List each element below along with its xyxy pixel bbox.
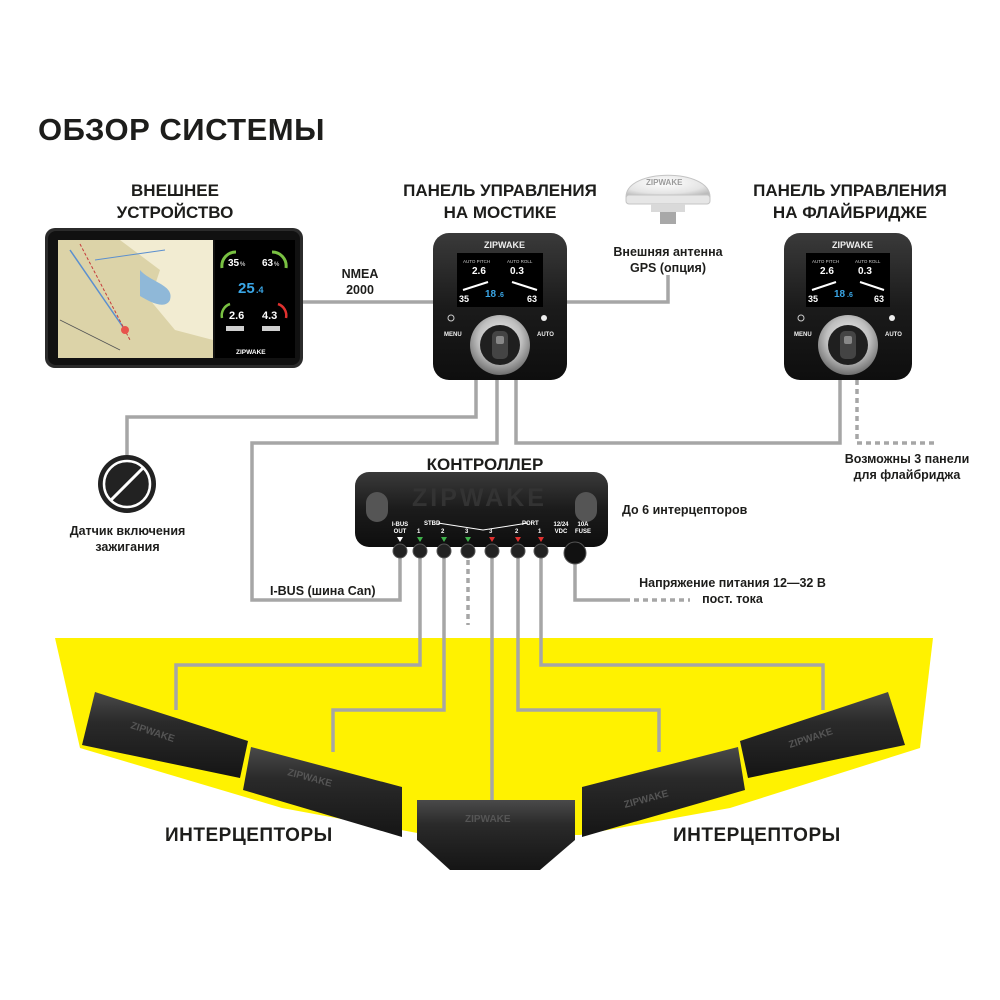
interceptor-right-outer: ZIPWAKE xyxy=(740,692,905,778)
controller-label: КОНТРОЛЛЕР xyxy=(426,455,544,474)
dashed-cables xyxy=(466,380,935,625)
bridge-value-right: 0.3 xyxy=(510,266,524,277)
bridge-panel: ZIPWAKE AUTO PITCH AUTO ROLL 2.6 0.3 35 … xyxy=(433,233,567,380)
controller-box: ZIPWAKE xyxy=(355,472,608,565)
bridge-speed: 18 xyxy=(485,289,497,300)
ignition-cable xyxy=(125,380,478,455)
flybridge-extension-dashed xyxy=(855,380,935,445)
flybridge-value-left: 2.6 xyxy=(820,266,834,277)
external-speed: 25 xyxy=(238,280,255,297)
flybridge-gauge-left: 35 xyxy=(808,294,818,304)
ibus-cable xyxy=(250,380,499,602)
ignition-sensor xyxy=(98,455,156,513)
external-device-label: ВНЕШНЕЕ УСТРОЙСТВО xyxy=(116,181,234,222)
external-trim-left: 2.6 xyxy=(229,310,244,322)
interceptor-center: ZIPWAKE xyxy=(417,800,575,870)
interceptor-cable-stbd-2 xyxy=(331,548,446,752)
controller-port-port-2 xyxy=(510,543,526,559)
controller-port-power xyxy=(563,541,587,565)
external-gauge-right: 63 xyxy=(262,258,274,269)
bridge-value-left: 2.6 xyxy=(472,266,486,277)
flybridge-menu-label: MENU xyxy=(794,332,812,338)
flybridge-note: Возможны 3 панели для флайбриджа xyxy=(844,452,970,482)
controller-port-ibus xyxy=(392,543,408,559)
port-number-2: 2 xyxy=(515,529,519,535)
controller-port-stbd-2 xyxy=(436,543,452,559)
controller-ibus-port-label: I-BUS OUT xyxy=(391,522,409,535)
antenna-brand: ZIPWAKE xyxy=(646,178,683,187)
gps-antenna: ZIPWAKE xyxy=(625,174,711,224)
external-speed-decimal: .4 xyxy=(256,285,264,295)
svg-text:ZIPWAKE: ZIPWAKE xyxy=(465,814,511,825)
svg-text:%: % xyxy=(240,262,246,268)
flybridge-panel-label: ПАНЕЛЬ УПРАВЛЕНИЯ НА ФЛАЙБРИДЖЕ xyxy=(753,181,947,222)
bridge-panel-label: ПАНЕЛЬ УПРАВЛЕНИЯ НА МОСТИКЕ xyxy=(403,181,597,222)
controller-port-label: PORT xyxy=(522,521,539,527)
controller-stbd-label: STBD xyxy=(424,521,441,527)
controller-note: До 6 интерцепторов xyxy=(622,503,748,517)
power-cable xyxy=(573,560,625,602)
flybridge-panel: ZIPWAKE AUTO PITCH AUTO ROLL 2.6 0.3 35 … xyxy=(784,233,912,380)
port-number-1: 1 xyxy=(538,529,542,535)
port-number-3: 3 xyxy=(489,529,493,535)
interceptors: ZIPWAKE ZIPWAKE ZIPWAKE ZIPWAKE ZIPWAKE xyxy=(82,692,905,870)
interceptor-right-inner: ZIPWAKE xyxy=(582,747,745,837)
interceptors-right-label: ИНТЕРЦЕПТОРЫ xyxy=(673,825,841,846)
stbd-number-1: 1 xyxy=(417,529,421,535)
external-brand: ZIPWAKE xyxy=(236,349,266,356)
flybridge-panel-brand: ZIPWAKE xyxy=(832,240,873,250)
svg-text:AUTO ROLL: AUTO ROLL xyxy=(855,259,881,264)
stbd-number-2: 2 xyxy=(441,529,445,535)
controller-port-stbd-3 xyxy=(460,543,476,559)
nmea-label: NMEA 2000 xyxy=(341,267,379,297)
interceptors-left-label: ИНТЕРЦЕПТОРЫ xyxy=(165,825,333,846)
page-title: ОБЗОР СИСТЕМЫ xyxy=(38,112,325,147)
svg-text:.6: .6 xyxy=(498,292,504,299)
svg-text:AUTO ROLL: AUTO ROLL xyxy=(507,259,533,264)
controller-fuse-label: 10A FUSE xyxy=(574,522,591,535)
external-screen-dashboard xyxy=(215,240,295,358)
flybridge-auto-label: AUTO xyxy=(885,332,902,338)
flybridge-cable xyxy=(514,380,842,445)
interceptor-cable-stbd-1 xyxy=(174,548,422,710)
antenna-cable xyxy=(567,275,670,304)
bridge-menu-label: MENU xyxy=(444,332,462,338)
bridge-auto-label: AUTO xyxy=(537,332,554,338)
svg-text:AUTO PITCH: AUTO PITCH xyxy=(812,259,839,264)
flybridge-speed: 18 xyxy=(834,289,846,300)
svg-text:.6: .6 xyxy=(847,292,853,299)
controller-port-port-3 xyxy=(484,543,500,559)
controller-power-label: 12/24 VDC xyxy=(553,522,569,535)
antenna-label: Внешняя антенна GPS (опция) xyxy=(613,245,723,275)
bridge-gauge-right: 63 xyxy=(527,294,537,304)
bridge-panel-brand: ZIPWAKE xyxy=(484,240,525,250)
interceptor-left-outer: ZIPWAKE xyxy=(82,692,248,778)
stbd-number-3: 3 xyxy=(465,529,469,535)
flybridge-value-right: 0.3 xyxy=(858,266,872,277)
external-device: 35 % 63 % 25 .4 2.6 4.3 ZIPWAKE xyxy=(45,228,303,368)
external-gauge-left: 35 xyxy=(228,258,240,269)
controller-port-stbd-1 xyxy=(412,543,428,559)
interceptor-left-inner: ZIPWAKE xyxy=(243,747,402,837)
svg-text:%: % xyxy=(274,262,280,268)
svg-text:AUTO PITCH: AUTO PITCH xyxy=(463,259,490,264)
bridge-gauge-left: 35 xyxy=(459,294,469,304)
flybridge-gauge-right: 63 xyxy=(874,294,884,304)
ignition-label: Датчик включения зажигания xyxy=(69,524,186,554)
controller-port-port-1 xyxy=(533,543,549,559)
power-note: Напряжение питания 12—32 В пост. тока xyxy=(639,576,826,606)
cables xyxy=(125,275,842,800)
external-trim-right: 4.3 xyxy=(262,310,277,322)
ibus-label: I-BUS (шина Can) xyxy=(270,584,376,598)
interceptor-cable-port-1 xyxy=(539,548,825,710)
controller-brand: ZIPWAKE xyxy=(412,484,547,512)
interceptor-cable-port-2 xyxy=(516,548,661,752)
